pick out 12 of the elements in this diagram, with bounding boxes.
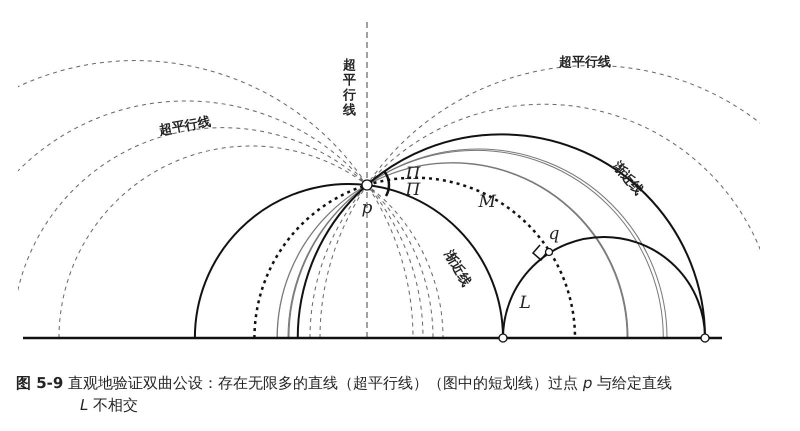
math-label: p (362, 200, 372, 216)
line-label: 超平行线 (158, 115, 212, 137)
math-label: L (520, 294, 531, 312)
figure-caption: 图 5-9 直观地验证双曲公设：存在无限多的直线（超平行线）（图中的短划线）过点 p 与给定直线 L 不相交 (16, 373, 674, 416)
math-label: M (478, 194, 496, 210)
math-label: Π (406, 182, 420, 198)
math-label: Π (406, 166, 420, 182)
line-label: 渐近线 (609, 158, 645, 198)
math-label: q (548, 226, 560, 242)
line-label: 超平行线 (559, 56, 611, 68)
line-label: 渐近线 (442, 248, 472, 288)
line-label: 超平行线 (343, 58, 357, 118)
